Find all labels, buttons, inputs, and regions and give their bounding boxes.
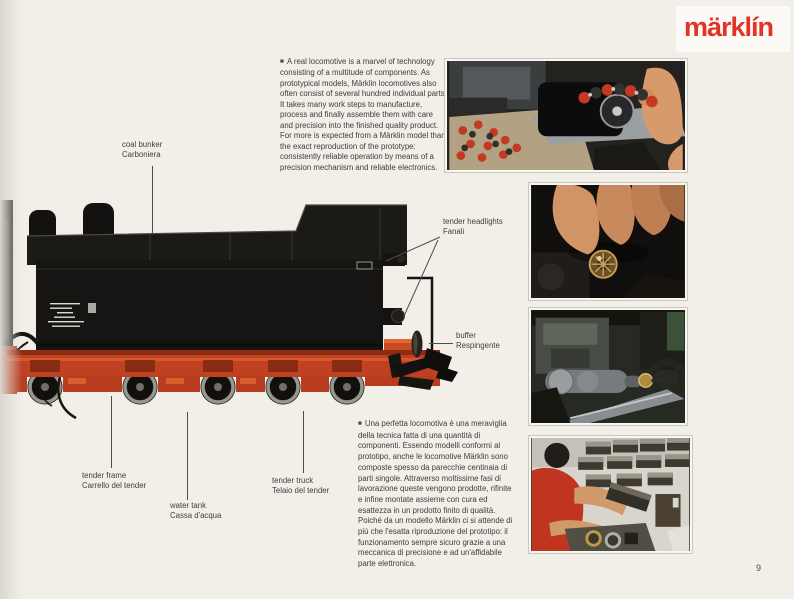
square-bullet-icon: ■ (358, 420, 362, 427)
marklin-logo: märklín (684, 12, 774, 42)
leader-line-tender-truck (303, 411, 304, 473)
drawbar (10, 331, 40, 346)
leader-line-tender-frame (111, 396, 112, 468)
intro-english-body: A real locomotive is a marvel of technol… (280, 57, 447, 172)
leader-line-buffer (429, 343, 453, 344)
builder-plate (48, 303, 96, 327)
leader-lines-headlights (385, 236, 441, 317)
label-tender-frame: tender frame Carrello del tender (82, 471, 147, 490)
square-bullet-icon: ■ (280, 58, 284, 65)
leader-line-water-tank (187, 412, 188, 500)
label-coal-bunker: coal bunker Carboniera (122, 140, 163, 159)
final-assembly-photo (529, 436, 692, 553)
intro-text-english: ■A real locomotive is a marvel of techno… (280, 57, 448, 173)
leader-line-coal-bunker (152, 166, 153, 234)
buffer-shape (384, 330, 423, 358)
intro-italian-body: Una perfetta locomotiva è una meraviglia… (358, 419, 513, 569)
label-buffer: buffer Respingente (456, 331, 500, 350)
rear-handrail (407, 276, 434, 368)
intro-text-italian: ■Una perfetta locomotiva è una meravigli… (358, 419, 516, 570)
label-water-tank: water tank Cassa d'acqua (170, 501, 222, 520)
tender-frame-chassis (7, 350, 440, 392)
tender-illustration (0, 200, 458, 420)
parts-machining-photo (529, 308, 687, 425)
logo-background (676, 6, 790, 52)
front-steps (57, 376, 77, 420)
gear-inspection-photo (529, 183, 687, 300)
motor-assembly-photo (445, 59, 687, 172)
page-number: 9 (756, 563, 762, 573)
locomotive-rows (578, 438, 690, 527)
label-tender-headlights: tender headlights Fanali (443, 217, 503, 236)
label-tender-truck: tender truck Telaio del tender (272, 476, 330, 495)
coupler-shape (388, 348, 458, 390)
coal-bunker-shape (27, 205, 407, 265)
